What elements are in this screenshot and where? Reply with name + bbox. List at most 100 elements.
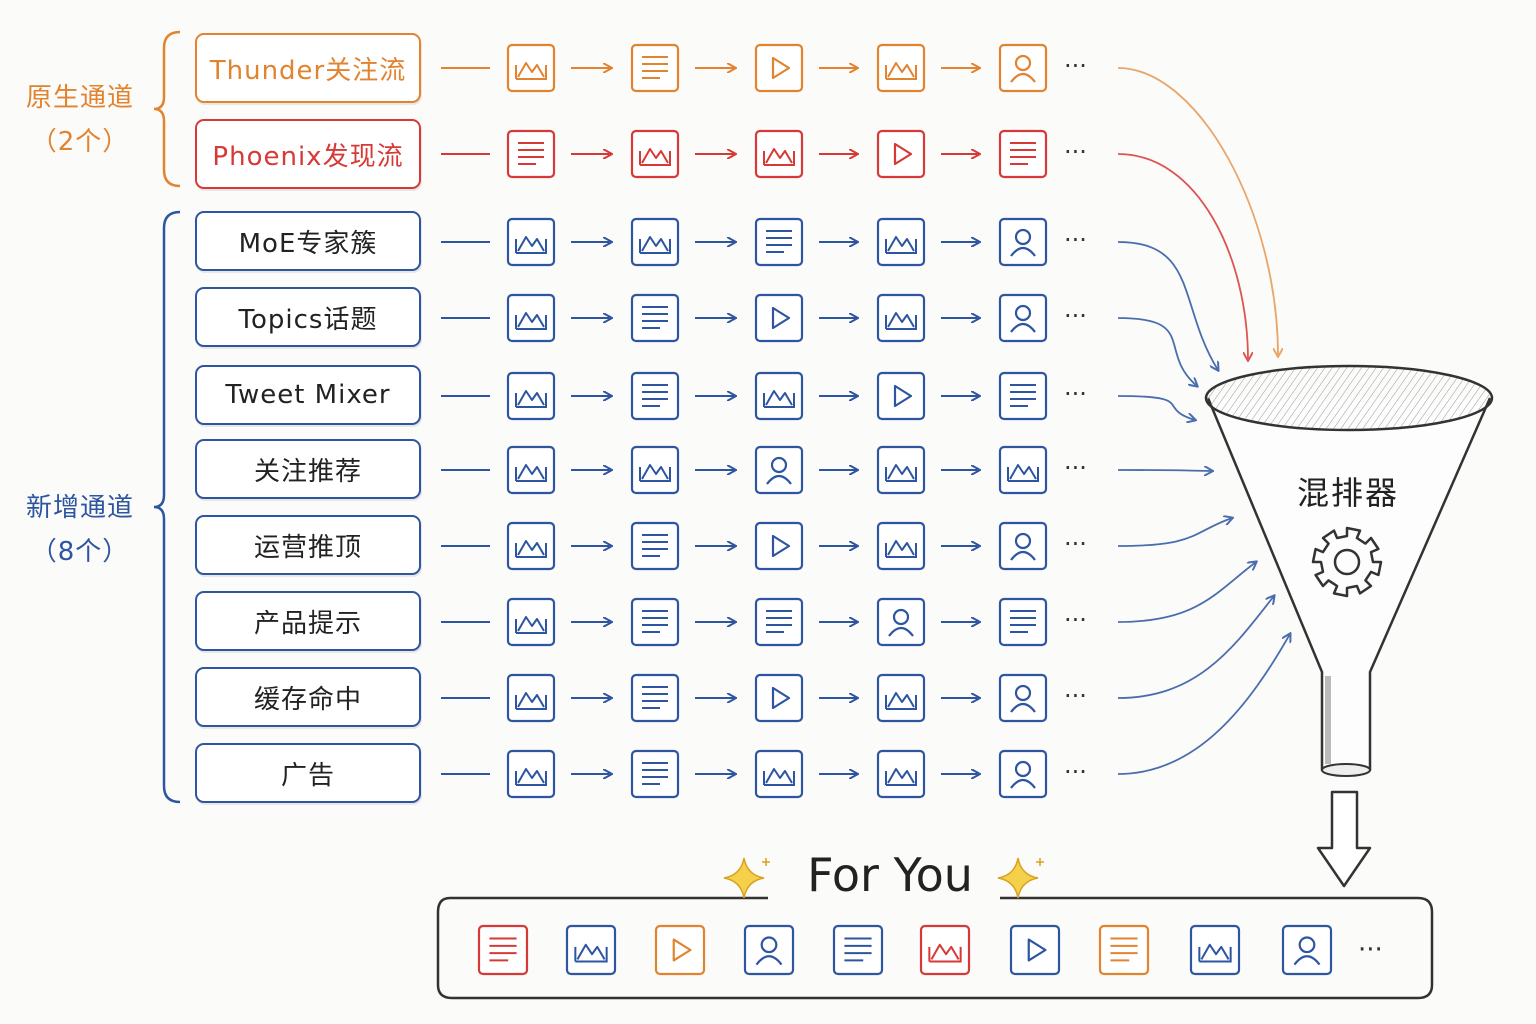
text-card-icon bbox=[630, 371, 680, 421]
channel-label: 产品提示 bbox=[195, 591, 421, 651]
mixer-funnel bbox=[1204, 364, 1494, 777]
merge-arrow bbox=[1117, 241, 1218, 370]
video-card-icon bbox=[654, 924, 706, 976]
merge-arrow bbox=[1117, 317, 1197, 386]
video-card-icon bbox=[754, 521, 804, 571]
image-card-icon bbox=[506, 293, 556, 343]
channel-more: ··· bbox=[1064, 530, 1087, 558]
image-card-icon bbox=[506, 521, 556, 571]
merge-arrow bbox=[1117, 562, 1256, 623]
image-card-icon bbox=[998, 445, 1048, 495]
channel-row: ··· bbox=[441, 445, 1212, 495]
text-card-icon bbox=[832, 924, 884, 976]
channel-more: ··· bbox=[1064, 52, 1087, 80]
channel-label: 运营推顶 bbox=[195, 515, 421, 575]
sparkle-icon bbox=[997, 857, 1044, 899]
channel-label: Tweet Mixer bbox=[195, 365, 421, 425]
merge-arrow bbox=[1117, 67, 1278, 356]
text-card-icon bbox=[630, 293, 680, 343]
image-card-icon bbox=[506, 217, 556, 267]
channel-more: ··· bbox=[1064, 758, 1087, 786]
channel-row: ··· bbox=[441, 518, 1232, 571]
text-card-icon bbox=[630, 597, 680, 647]
channel-row: ··· bbox=[441, 562, 1256, 647]
channel-row: ··· bbox=[441, 596, 1274, 723]
video-card-icon bbox=[876, 371, 926, 421]
group-label-new: 新增通道 （8个） bbox=[10, 486, 150, 574]
text-card-icon bbox=[998, 371, 1048, 421]
text-card-icon bbox=[754, 217, 804, 267]
image-card-icon bbox=[754, 749, 804, 799]
channel-more: ··· bbox=[1064, 606, 1087, 634]
user-card-icon bbox=[998, 43, 1048, 93]
channel-more: ··· bbox=[1064, 454, 1087, 482]
channel-label: 广告 bbox=[195, 743, 421, 803]
image-card-icon bbox=[876, 673, 926, 723]
image-card-icon bbox=[630, 445, 680, 495]
channel-row: ··· bbox=[441, 293, 1197, 386]
text-card-icon bbox=[477, 924, 529, 976]
image-card-icon bbox=[506, 749, 556, 799]
channel-more: ··· bbox=[1064, 226, 1087, 254]
channel-more: ··· bbox=[1064, 380, 1087, 408]
video-card-icon bbox=[876, 129, 926, 179]
user-card-icon bbox=[998, 217, 1048, 267]
channel-label: 缓存命中 bbox=[195, 667, 421, 727]
video-card-icon bbox=[754, 43, 804, 93]
user-card-icon bbox=[1281, 924, 1333, 976]
channel-label: Phoenix发现流 bbox=[195, 119, 421, 189]
sparkle-icon bbox=[723, 857, 770, 899]
image-card-icon bbox=[876, 217, 926, 267]
image-card-icon bbox=[876, 293, 926, 343]
group-label-native-title: 原生通道 bbox=[25, 83, 134, 113]
merge-arrow bbox=[1117, 395, 1195, 420]
channel-row: ··· bbox=[441, 217, 1218, 370]
user-card-icon bbox=[998, 293, 1048, 343]
merge-arrow bbox=[1117, 153, 1248, 360]
down-arrow-icon bbox=[1316, 790, 1372, 888]
channel-label: MoE专家簇 bbox=[195, 211, 421, 271]
user-card-icon bbox=[998, 673, 1048, 723]
user-card-icon bbox=[876, 597, 926, 647]
user-card-icon bbox=[743, 924, 795, 976]
video-card-icon bbox=[1009, 924, 1061, 976]
text-card-icon bbox=[630, 749, 680, 799]
text-card-icon bbox=[630, 673, 680, 723]
image-card-icon bbox=[630, 217, 680, 267]
group-label-native-count: （2个） bbox=[30, 127, 130, 157]
image-card-icon bbox=[506, 673, 556, 723]
text-card-icon bbox=[998, 129, 1048, 179]
image-card-icon bbox=[876, 749, 926, 799]
image-card-icon bbox=[506, 597, 556, 647]
for-you-title: For You bbox=[807, 848, 973, 902]
text-card-icon bbox=[754, 597, 804, 647]
image-card-icon bbox=[919, 924, 971, 976]
merge-arrow bbox=[1117, 518, 1232, 547]
image-card-icon bbox=[876, 445, 926, 495]
channel-row: ··· bbox=[441, 129, 1248, 360]
image-card-icon bbox=[565, 924, 617, 976]
video-card-icon bbox=[754, 293, 804, 343]
text-card-icon bbox=[506, 129, 556, 179]
channel-more: ··· bbox=[1064, 682, 1087, 710]
group-braces bbox=[153, 30, 181, 804]
feed-more: ··· bbox=[1358, 935, 1383, 965]
merge-arrow bbox=[1117, 596, 1274, 699]
group-label-native: 原生通道 （2个） bbox=[10, 76, 150, 164]
channel-label: Thunder关注流 bbox=[195, 33, 421, 103]
channel-row: ··· bbox=[441, 43, 1278, 356]
text-card-icon bbox=[998, 597, 1048, 647]
image-card-icon bbox=[754, 129, 804, 179]
gear-icon bbox=[1311, 526, 1383, 598]
group-label-new-count: （8个） bbox=[30, 537, 130, 567]
for-you-feed bbox=[436, 896, 1434, 1000]
text-card-icon bbox=[630, 43, 680, 93]
mixer-label: 混排器 bbox=[1296, 474, 1399, 512]
channel-label: 关注推荐 bbox=[195, 439, 421, 499]
text-card-icon bbox=[630, 521, 680, 571]
image-card-icon bbox=[876, 521, 926, 571]
channel-more: ··· bbox=[1064, 138, 1087, 166]
channel-label: Topics话题 bbox=[195, 287, 421, 347]
